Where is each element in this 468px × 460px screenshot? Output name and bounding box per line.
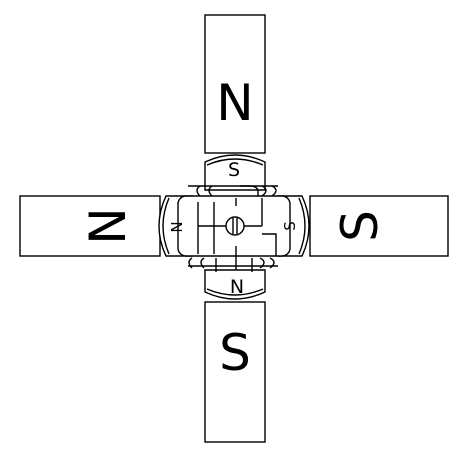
top-stator-pole-label: N <box>216 74 253 132</box>
bottom-stator-magnet: S <box>204 301 266 443</box>
right-stator-magnet: S <box>309 195 449 257</box>
top-stator-magnet: N <box>204 14 266 154</box>
right-stator-pole-label: S <box>331 210 389 242</box>
bottom-stator-pole-label: S <box>219 324 251 382</box>
rotor-right-label: S <box>281 221 299 231</box>
rotor-shaft <box>225 216 245 236</box>
rotor-bottom-label: N <box>230 276 244 298</box>
left-stator-magnet: N <box>19 195 161 257</box>
rotor-top-label: S <box>228 159 240 181</box>
rotor-left-label: N <box>167 221 185 232</box>
left-stator-pole-label: N <box>79 207 137 244</box>
rotor-armature <box>177 185 291 272</box>
